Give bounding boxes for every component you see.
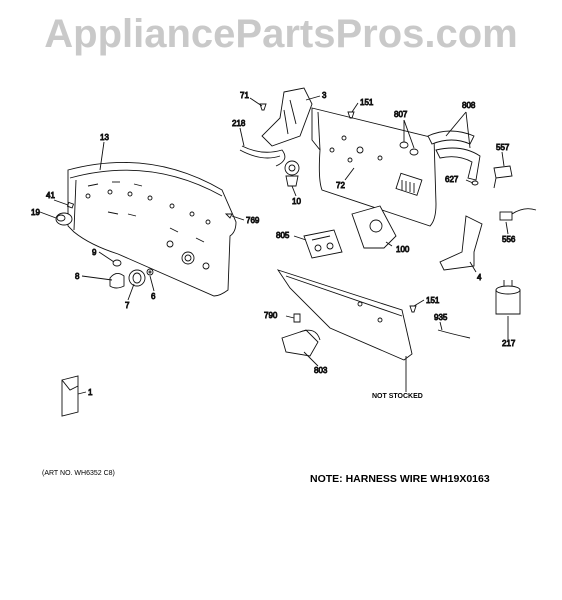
callout-217: 217 [502,339,516,348]
pressure-switch [284,160,300,187]
watermark-logo: AppliancePartsPros.com [44,12,518,56]
clip [293,313,301,323]
callout-151: 151 [426,296,440,305]
callout-807: 807 [394,110,408,119]
callout-8: 8 [75,272,80,281]
harness-note: NOTE: HARNESS WIRE WH19X0163 [310,473,490,485]
timer [351,205,397,249]
switch-assembly [471,165,513,189]
backsplash-panel [311,107,437,227]
callout-935: 935 [434,313,448,322]
callout-3: 3 [322,91,327,100]
callout-6: 6 [151,292,156,301]
callout-7: 7 [125,301,130,310]
callout-1: 1 [88,388,93,397]
callout-769: 769 [246,216,260,225]
capacitor [495,280,521,315]
mounting-bracket [261,87,313,147]
dispenser [281,329,321,357]
fill-hoses [399,130,481,181]
end-cap-bracket [439,215,483,271]
owner-manual [61,375,79,417]
callout-100: 100 [396,245,410,254]
hose [239,149,281,159]
harness-plug [499,208,537,221]
callout-151: 151 [360,98,374,107]
callout-71: 71 [240,91,249,100]
callout-556: 556 [502,235,516,244]
callout-13: 13 [100,133,109,142]
control-panel [67,162,237,297]
art-number: (ART NO. WH6352 C8) [42,470,115,477]
callout-627: 627 [445,175,459,184]
callout-218: 218 [232,119,246,128]
wire [437,329,471,339]
hose [241,145,286,167]
knob [55,201,75,226]
callout-805: 805 [276,231,290,240]
switch-parts [109,259,154,289]
not-stocked-label: NOT STOCKED [372,393,423,400]
callout-4: 4 [477,273,482,282]
callout-19: 19 [31,208,40,217]
callout-808: 808 [462,101,476,110]
valve-assembly [303,229,343,259]
callout-41: 41 [46,191,55,200]
callout-10: 10 [292,197,301,206]
callout-9: 9 [92,248,97,257]
callout-72: 72 [336,181,345,190]
rear-panel [276,269,413,361]
leader-lines [39,95,509,395]
callout-803: 803 [314,366,328,375]
callout-557: 557 [496,143,510,152]
callout-790: 790 [264,311,278,320]
